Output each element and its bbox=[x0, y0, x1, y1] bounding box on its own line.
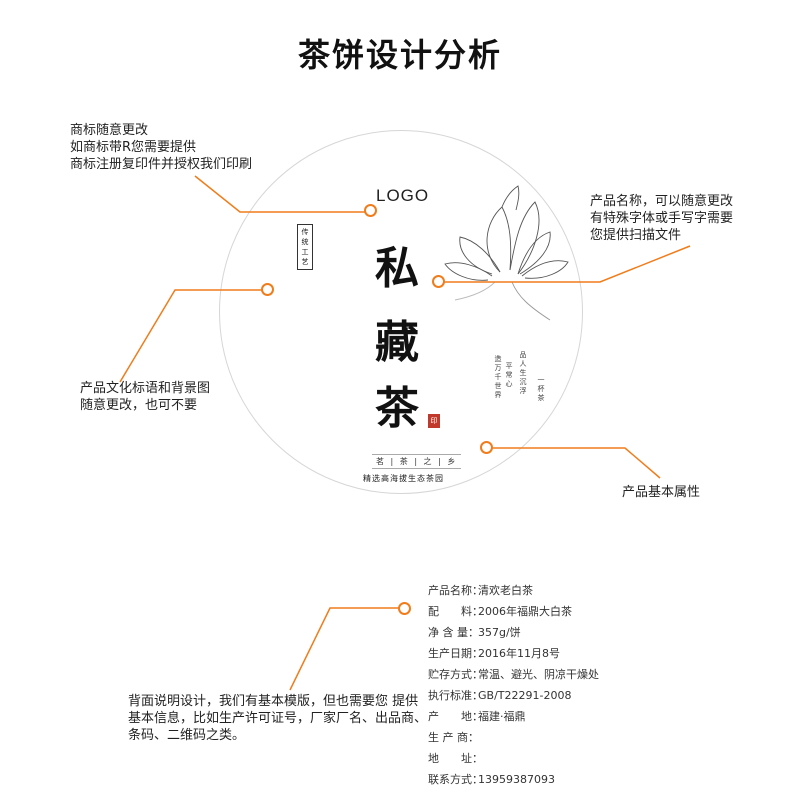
cake-tagline: 茗 | 茶 | 之 | 乡 bbox=[372, 454, 462, 469]
info-row: 贮存方式：常温、避光、阴凉干燥处 bbox=[428, 668, 599, 681]
cake-name-char: 私 bbox=[375, 243, 419, 294]
info-row: 联系方式：13959387093 bbox=[428, 773, 555, 786]
annotation-trademark: 商标随意更改 如商标带R您需要提供 商标注册复印件并授权我们印刷 bbox=[70, 123, 253, 172]
info-row: 产品名称：清欢老白茶 bbox=[428, 584, 533, 597]
annotation-product-name: 产品名称，可以随意更改 有特殊字体或手写字需要 您提供扫描文件 bbox=[590, 194, 734, 243]
info-row: 地 址： bbox=[428, 752, 483, 765]
info-row: 产 地：福建·福鼎 bbox=[428, 710, 526, 723]
red-seal-stamp: 印 bbox=[428, 414, 440, 428]
annotation-attributes: 产品基本属性 bbox=[622, 485, 701, 500]
vertical-poem: 平常心 bbox=[505, 362, 513, 388]
callout-dot bbox=[480, 441, 493, 454]
vertical-badge: 传统工艺 bbox=[297, 224, 313, 270]
annotation-back: 背面说明设计，我们有基本模版，但也需要您 提供基本信息，比如生产许可证号，厂家厂… bbox=[128, 694, 428, 743]
vertical-poem: 造万千世界 bbox=[494, 355, 502, 399]
info-row: 生 产 商： bbox=[428, 731, 479, 744]
callout-dot bbox=[432, 275, 445, 288]
cake-name-char: 茶 bbox=[375, 383, 419, 434]
callout-dot bbox=[398, 602, 411, 615]
info-row: 执行标准：GB/T22291-2008 bbox=[428, 689, 572, 702]
vertical-poem: 一杯茶 bbox=[537, 376, 545, 402]
cake-subline: 精选高海拔生态茶园 bbox=[363, 474, 444, 483]
tea-cake-circle bbox=[219, 130, 583, 494]
cake-logo: LOGO bbox=[376, 186, 430, 205]
info-row: 配 料：2006年福鼎大白茶 bbox=[428, 605, 572, 618]
callout-dot bbox=[261, 283, 274, 296]
vertical-poem: 品人生沉浮 bbox=[519, 351, 527, 395]
page-title: 茶饼设计分析 bbox=[297, 36, 502, 74]
callout-dot bbox=[364, 204, 377, 217]
info-row: 生产日期：2016年11月8号 bbox=[428, 647, 560, 660]
info-row: 净 含 量：357g/饼 bbox=[428, 626, 521, 639]
cake-name-char: 藏 bbox=[375, 317, 419, 368]
lotus-illustration bbox=[444, 185, 569, 321]
annotation-culture: 产品文化标语和背景图 随意更改，也可不要 bbox=[80, 381, 211, 413]
